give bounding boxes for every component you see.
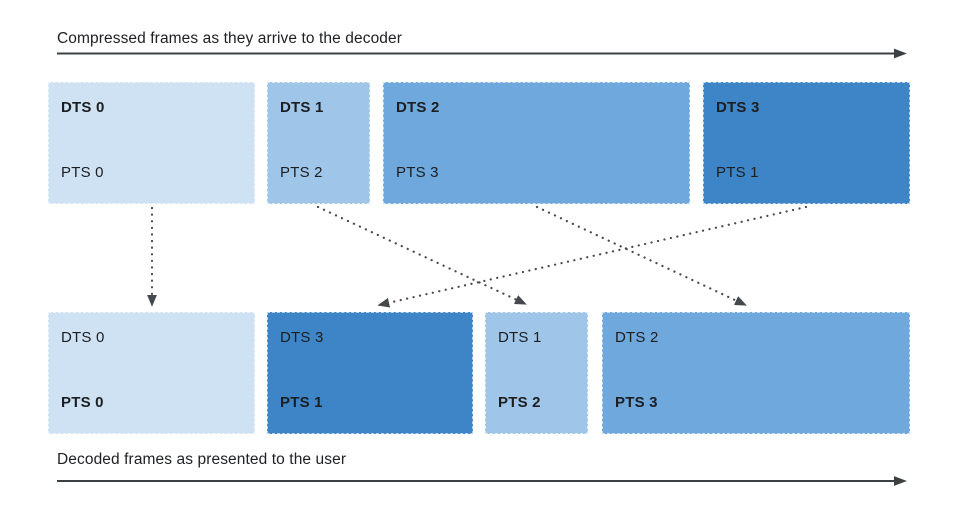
frame-decoded-pts1: DTS 3 PTS 1 xyxy=(267,312,473,434)
frame-compressed-dts2: DTS 2 PTS 3 xyxy=(383,82,690,204)
pts-label: PTS 2 xyxy=(280,164,323,181)
frame-decoded-pts3: DTS 2 PTS 3 xyxy=(602,312,910,434)
pts-label: PTS 2 xyxy=(498,394,541,411)
dts-label: DTS 3 xyxy=(716,99,760,116)
dts-label: DTS 3 xyxy=(280,329,324,346)
connector-arrow-dts1 xyxy=(316,205,527,305)
frame-decoded-pts2: DTS 1 PTS 2 xyxy=(485,312,588,434)
dts-label: DTS 1 xyxy=(498,329,542,346)
pts-label: PTS 3 xyxy=(615,394,658,411)
bottom-axis-label: Decoded frames as presented to the user xyxy=(57,451,347,468)
frame-compressed-dts0: DTS 0 PTS 0 xyxy=(48,82,255,204)
pts-label: PTS 3 xyxy=(396,164,439,181)
dts-label: DTS 0 xyxy=(61,329,105,346)
dts-label: DTS 2 xyxy=(615,329,659,346)
frame-compressed-dts1: DTS 1 PTS 2 xyxy=(267,82,370,204)
dts-label: DTS 0 xyxy=(61,99,105,116)
dts-label: DTS 2 xyxy=(396,99,440,116)
top-axis-label: Compressed frames as they arrive to the … xyxy=(57,30,402,47)
connector-arrow-dts3 xyxy=(377,205,808,308)
frame-compressed-dts3: DTS 3 PTS 1 xyxy=(703,82,910,204)
pts-label: PTS 0 xyxy=(61,164,104,181)
pts-label: PTS 1 xyxy=(716,164,759,181)
pts-label: PTS 0 xyxy=(61,394,104,411)
pts-label: PTS 1 xyxy=(280,394,323,411)
frame-decoded-pts0: DTS 0 PTS 0 xyxy=(48,312,255,434)
dts-label: DTS 1 xyxy=(280,99,324,116)
connector-arrow-dts2 xyxy=(535,205,747,306)
